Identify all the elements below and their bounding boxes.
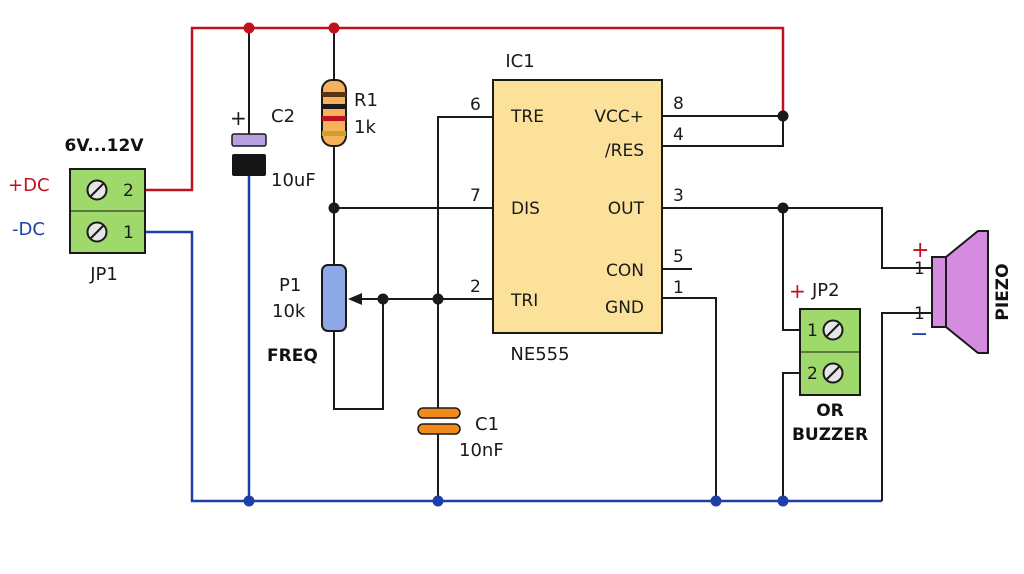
junction-dot [777,495,789,507]
jp2-pin-1-label: 1 [807,321,818,341]
jp1-pin-1-label: 1 [123,223,134,243]
buzzer-label: BUZZER [792,425,868,445]
ic-pin-num-6: 6 [470,95,481,115]
p1-value-label: 10k [272,301,306,322]
ic1-body [492,79,663,334]
c1-ref-label: C1 [475,414,499,435]
ic1-ne555: IC1 NE555 TRE DIS TRI 6 7 2 VCC+ /RES OU… [470,51,684,365]
jp1-power-terminal: 6V...12V 2 1 +DC -DC JP1 [8,136,146,285]
ic-pin-num-1: 1 [673,278,684,298]
jp2-pin1-wire [782,208,800,331]
c2-positive-plate [231,133,267,147]
ic-pin-num-5: 5 [673,247,684,267]
jp2-pin2-wire [782,372,800,501]
r1-color-band [322,116,346,121]
c2-polarity-label: + [230,106,247,130]
r1-resistor: R1 1k [321,79,378,147]
piezo-speaker: + − 1 1 PIEZO [910,230,1013,354]
tre-wire [437,116,493,416]
negative-rail-wire [145,230,882,503]
ic1-part-label: NE555 [510,344,569,365]
jp2-buzzer-terminal: + JP2 1 2 OR BUZZER [789,279,868,445]
c1-top-plate [417,407,461,419]
p1-body [321,264,347,332]
screw-icon [822,319,844,341]
ic-pin-name-gnd: GND [605,298,644,318]
junction-dot [777,202,789,214]
c2-ref-label: C2 [271,106,295,127]
ic-pin-num-3: 3 [673,186,684,206]
p1-potentiometer: P1 10k FREQ [267,264,362,366]
ic-pin-num-2: 2 [470,277,481,297]
piezo-label: PIEZO [993,263,1013,320]
positive-rail [145,26,785,192]
junction-dot [243,22,255,34]
screw-icon [822,362,844,384]
jp2-plus-label: + [789,279,806,303]
ic-pin-name-out: OUT [608,199,645,219]
junction-dot [432,293,444,305]
c1-value-label: 10nF [459,440,504,461]
junctions [243,22,789,507]
junction-dot [328,202,340,214]
ic1-ref-label: IC1 [505,51,534,72]
p1-wiper-loop [333,299,384,410]
c2-value-label: 10uF [271,170,316,191]
p1-function-label: FREQ [267,346,318,366]
r1-color-band [322,92,346,97]
piezo-return-wire [881,312,932,501]
signal-wiring [248,28,932,501]
c2-capacitor: + C2 10uF [230,106,316,191]
r1-ref-label: R1 [354,90,378,111]
r1-body [321,79,347,147]
ic-pin-name-res: /RES [605,141,644,161]
junction-dot [377,293,389,305]
piezo-minus-label: − [910,322,928,347]
c1-bottom-plate [417,423,461,435]
c2-negative-plate [232,154,266,176]
screw-icon [86,179,108,201]
r1-color-band [322,131,346,136]
positive-rail-wire [145,26,785,192]
ic-pin-name-dis: DIS [511,199,540,219]
ic-pin-name-tri: TRI [510,291,538,311]
junction-dot [777,110,789,122]
junction-dot [710,495,722,507]
jp1-pin-2-label: 2 [123,181,134,201]
minus-dc-label: -DC [12,219,45,240]
junction-dot [328,22,340,34]
jp2-pin-2-label: 2 [807,364,818,384]
negative-rail [145,176,882,503]
p1-ref-label: P1 [279,275,301,296]
supply-voltage-label: 6V...12V [65,136,145,156]
junction-dot [432,495,444,507]
piezo-plus-label: + [911,238,929,263]
ic-pin-num-8: 8 [673,94,684,114]
res-wire [662,116,784,147]
r1-value-label: 1k [354,117,376,138]
piezo-horn [945,230,989,354]
ic-pin-name-con: CON [606,261,644,281]
piezo-pin-top-label: 1 [914,259,925,279]
gnd-wire [662,297,717,501]
p1-wiper-arrow [348,293,362,305]
ic-pin-num-4: 4 [673,125,684,145]
out-wire [662,207,932,269]
piezo-pin-bottom-label: 1 [914,304,925,324]
c1-capacitor: C1 10nF [417,407,504,461]
ic-pin-num-7: 7 [470,186,481,206]
r1-color-band [322,104,346,109]
screw-icon [86,221,108,243]
ic-pin-name-tre: TRE [510,107,544,127]
plus-dc-label: +DC [8,175,50,196]
junction-dot [243,495,255,507]
piezo-body [931,256,947,328]
jp1-ref-label: JP1 [89,264,118,285]
jp2-ref-label: JP2 [811,280,840,301]
ic-pin-name-vcc: VCC+ [594,107,644,127]
buzzer-or-label: OR [816,401,844,421]
